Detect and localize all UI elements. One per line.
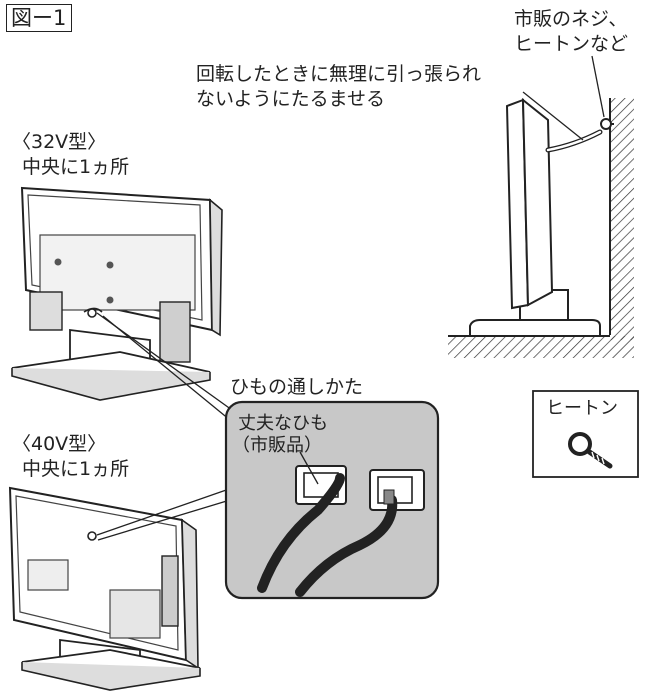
slack-leader xyxy=(522,91,584,141)
tv-32v-illustration xyxy=(11,186,233,421)
model-40v-title: 〈40V型〉 xyxy=(12,433,107,455)
model-32v-title: 〈32V型〉 xyxy=(12,131,107,153)
model-32v-location: 中央に1ヵ所 xyxy=(22,156,130,178)
slack-note-line1: 回転したときに無理に引っ張られ xyxy=(196,63,482,85)
cord-label-line1: 丈夫なひも xyxy=(238,413,328,434)
eyebolt-wall xyxy=(600,118,612,130)
cord-label-line2: （市販品） xyxy=(232,435,322,456)
stand-base xyxy=(469,319,601,337)
slack-note-line2: ないようにたるませる xyxy=(196,88,386,110)
threading-inset xyxy=(224,400,440,600)
screw-note-line1: 市販のネジ、 xyxy=(514,8,628,30)
screw-note-line2: ヒートンなど xyxy=(514,33,629,55)
eyebolt-box xyxy=(532,390,639,478)
side-view-tv xyxy=(448,55,634,358)
model-40v-location: 中央に1ヵ所 xyxy=(22,458,130,480)
eyebolt-label: ヒートン xyxy=(546,398,618,419)
wall-hatch xyxy=(610,98,634,340)
threading-title: ひもの通しかた xyxy=(230,376,364,398)
eyebolt-icon xyxy=(568,432,592,456)
figure-label: 図ー1 xyxy=(6,4,73,32)
tv-40v-illustration xyxy=(8,486,233,691)
floor-hatch xyxy=(448,336,634,358)
tv-back-side xyxy=(521,97,554,307)
screw-leader xyxy=(591,55,605,118)
